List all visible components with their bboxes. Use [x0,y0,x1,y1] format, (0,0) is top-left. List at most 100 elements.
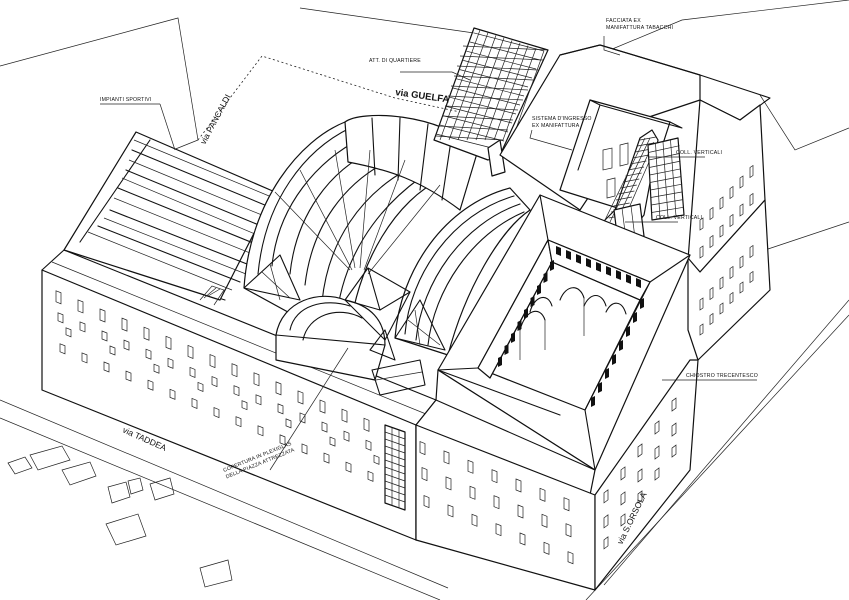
window [79,321,86,333]
cloister-window [586,258,591,268]
cloister-window [616,270,621,280]
lattice-line [439,29,481,141]
window [729,291,734,305]
window [637,468,643,483]
strip-mullion [384,480,406,489]
window [517,504,524,519]
window [103,361,110,373]
tower-grid-line [649,168,682,176]
lattice-line [469,41,541,61]
window [123,339,130,351]
window [709,206,714,221]
window [65,327,72,338]
window [275,381,282,396]
strip-mullion [384,494,406,503]
tower-grid-line [651,206,684,213]
lattice-line [459,55,544,61]
tower-rung [618,190,635,195]
tower-grid-line [650,191,683,198]
label-coll-verticali-1: COLL. VERTICALI [676,150,722,156]
window [671,444,677,458]
window [567,551,574,565]
label-impianti-sportivi: IMPIANTI SPORTIVI [100,97,151,103]
window [235,416,242,428]
window [125,370,132,382]
window [699,245,704,259]
lattice-line [452,87,521,106]
label-coll-verticali-2: COLL. VERTICALI [656,215,702,221]
lattice-line [449,96,517,115]
cloister-window [530,296,535,307]
window [301,443,308,455]
cloister-window [504,344,509,355]
window [231,363,238,378]
lattice-line [435,135,504,141]
street-via-pancaldi: via PANCALDI [198,93,233,146]
window [187,344,194,359]
street-via-guelfa: via GUELFA [395,87,451,105]
window [147,379,154,391]
window [167,357,174,369]
window [109,345,116,356]
cloister-window [524,308,528,319]
window [99,308,106,323]
lattice-line [450,85,529,91]
tower-rung [627,166,645,171]
window [319,399,326,414]
lattice-line [439,124,505,142]
window [191,397,198,409]
window [121,317,128,332]
window [423,495,430,509]
window [719,224,724,238]
window [620,466,626,481]
window [285,418,292,429]
window [654,467,660,481]
lattice-line [446,106,513,124]
window [654,420,660,435]
cloister-window [543,272,548,283]
lattice-line [441,115,514,121]
tower-rung [625,172,642,177]
window [719,196,724,210]
window [253,372,260,387]
window [241,400,248,411]
lattice-line [447,95,524,101]
window [563,497,570,512]
window [279,434,286,446]
window [543,541,550,555]
window [367,470,374,482]
window [419,441,426,456]
window [749,270,754,284]
cloister-window [517,320,522,331]
lattice-line [453,75,534,81]
cloister-window [598,382,602,393]
cloister-window [556,246,561,256]
lattice-line [448,32,489,141]
window [637,490,643,504]
cloister-window [636,278,641,288]
window [729,185,734,200]
window [603,514,609,529]
window [59,343,66,355]
window [257,425,264,437]
window [739,203,744,217]
window [729,213,734,228]
window [443,450,450,465]
label-sistema-2: EX MANIFATTURA [532,123,580,129]
tower-grid-line [651,199,684,206]
lattice-line [444,105,519,111]
window [55,290,62,305]
window [323,452,330,464]
window [749,244,754,259]
window [729,265,734,280]
strip-mullion [384,466,406,475]
cloister-window [566,250,571,260]
tower-rung [623,178,640,183]
lattice-line [462,45,549,51]
window [654,445,660,460]
window [699,217,704,231]
tower-grid-line [650,183,683,191]
label-facciata-1: FACCIATA EX [606,18,641,24]
window [739,175,744,189]
window [447,504,454,518]
